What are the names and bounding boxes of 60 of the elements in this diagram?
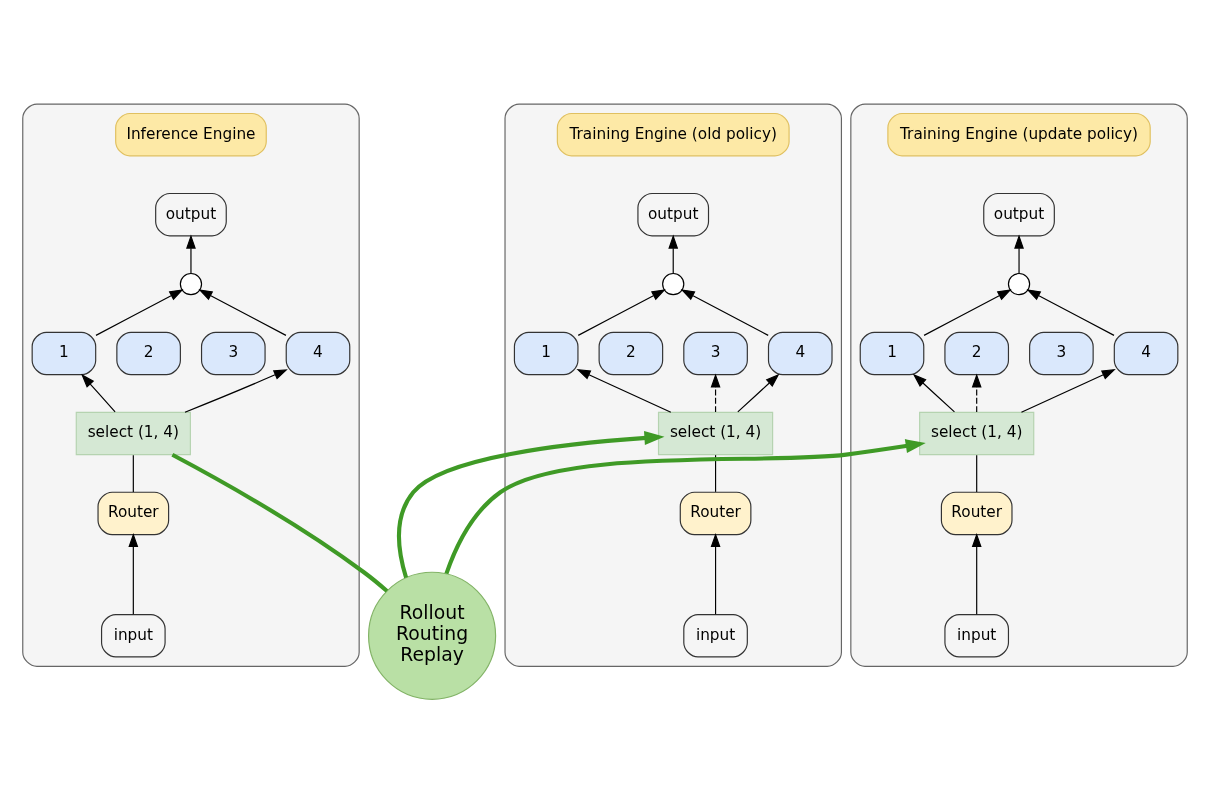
cluster — [850, 103, 1188, 667]
node-box: Inference Engine — [115, 112, 267, 157]
arrow — [95, 289, 184, 336]
node-box: select (1, 4) — [657, 411, 774, 456]
node-box: 3 — [1029, 331, 1094, 376]
node-box: 2 — [944, 331, 1010, 376]
arrow — [923, 289, 1012, 336]
node-box: Training Engine (old policy) — [556, 112, 790, 157]
arrow — [912, 373, 956, 413]
node-box: input — [683, 614, 748, 658]
node-box: 3 — [200, 331, 266, 376]
connector — [976, 454, 978, 493]
cluster — [22, 103, 360, 667]
arrow — [444, 439, 926, 575]
connector — [715, 454, 717, 493]
arrow — [971, 532, 982, 615]
node-box: Router — [940, 491, 1013, 536]
node-box: 4 — [1113, 331, 1179, 376]
node-box: output — [983, 192, 1055, 237]
arrow — [710, 373, 721, 413]
arrow — [577, 289, 666, 336]
node-box: 2 — [598, 331, 664, 376]
node-circle: Rollout Routing Replay — [368, 571, 497, 700]
arrow — [184, 369, 288, 413]
node-box: 3 — [683, 331, 748, 376]
node-box: Router — [679, 491, 752, 536]
arrow — [710, 532, 721, 615]
node-box: 4 — [285, 331, 351, 376]
node-box: 4 — [767, 331, 833, 376]
connector — [171, 452, 389, 593]
node-box: Router — [97, 491, 170, 536]
node-box: 1 — [513, 331, 579, 376]
arrow — [198, 289, 287, 336]
node-box: input — [944, 614, 1010, 658]
node-box: output — [155, 192, 227, 237]
node-circle — [662, 272, 685, 296]
node-box: Training Engine (update policy) — [887, 112, 1151, 157]
arrow — [1026, 289, 1115, 336]
arrow — [81, 373, 116, 413]
arrow — [737, 373, 780, 413]
arrow — [680, 289, 769, 336]
arrow — [1014, 234, 1024, 274]
connector — [132, 454, 134, 493]
node-circle — [179, 272, 203, 296]
node-box: 1 — [859, 331, 925, 376]
node-box: 2 — [116, 331, 181, 376]
node-box: 1 — [31, 331, 97, 376]
arrow — [971, 373, 982, 413]
arrow — [128, 532, 139, 615]
arrow — [576, 369, 672, 413]
node-circle — [1007, 272, 1031, 296]
node-box: select (1, 4) — [919, 411, 1035, 456]
node-box: output — [637, 192, 710, 237]
node-box: input — [100, 614, 166, 658]
node-box: select (1, 4) — [75, 411, 191, 456]
arrow — [1020, 369, 1116, 413]
arrow — [668, 234, 679, 274]
arrow — [397, 431, 665, 579]
cluster — [504, 103, 842, 667]
arrow — [186, 234, 196, 274]
